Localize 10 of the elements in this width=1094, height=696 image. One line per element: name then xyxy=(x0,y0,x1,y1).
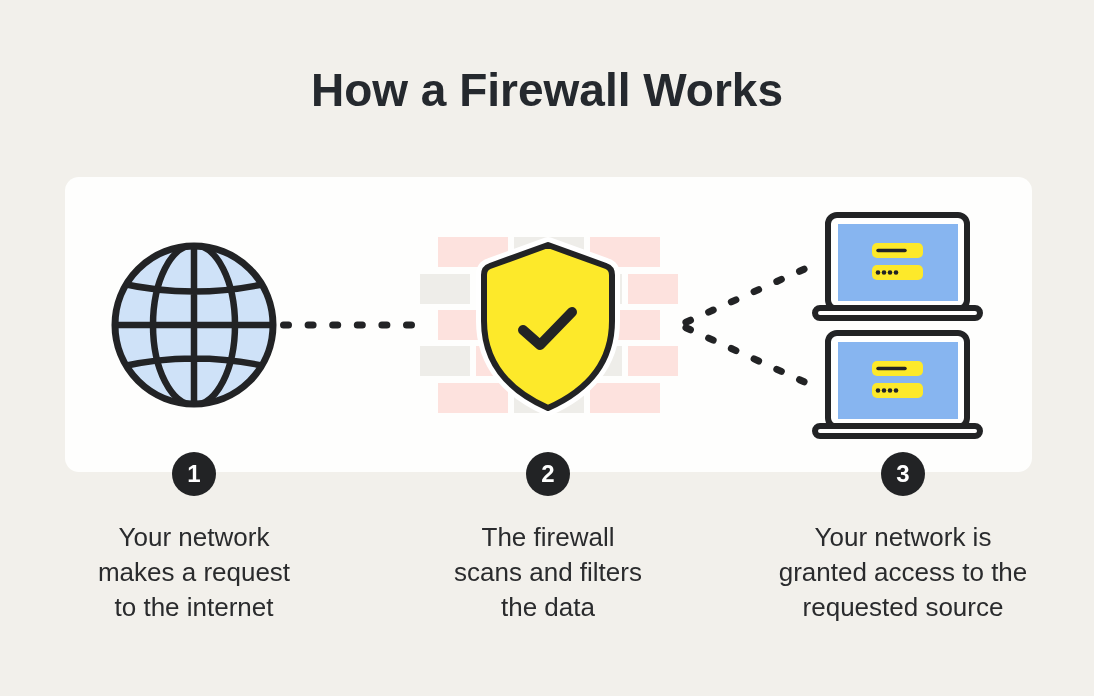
dashed-connector xyxy=(280,321,415,329)
step-number-circle: 1 xyxy=(172,452,216,496)
step-description: The firewall scans and filters the data xyxy=(453,521,643,624)
step-description: Your network makes a request to the internet xyxy=(96,521,292,624)
dashed-connector xyxy=(682,265,808,326)
step-description: Your network is granted access to the requested source xyxy=(777,521,1029,624)
step-number-circle: 3 xyxy=(881,452,925,496)
dashed-connector xyxy=(682,324,808,386)
step-number-circle: 2 xyxy=(526,452,570,496)
title: How a Firewall Works xyxy=(310,63,784,118)
